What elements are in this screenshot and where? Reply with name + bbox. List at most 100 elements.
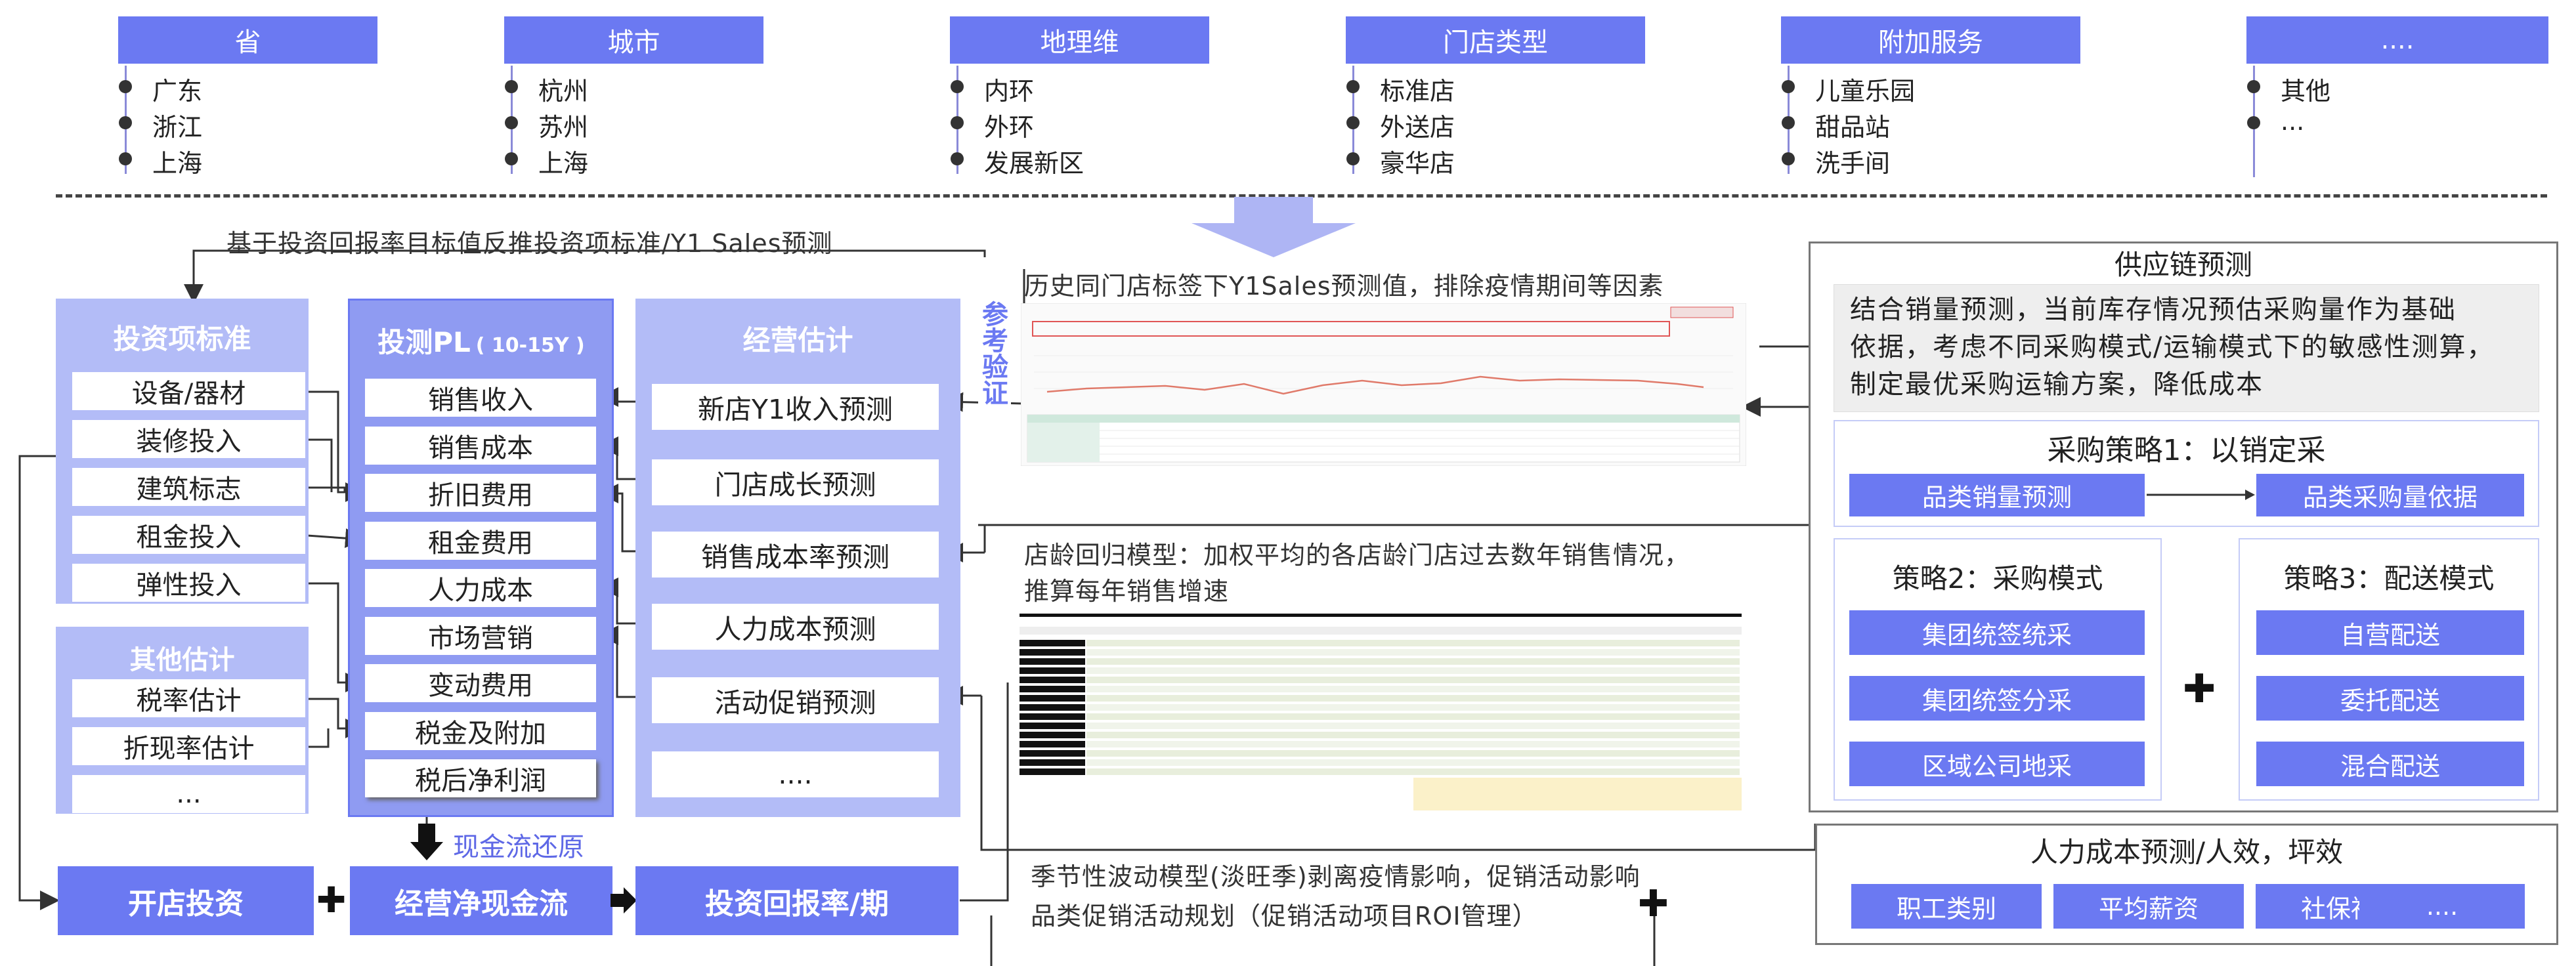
bullet-icon (951, 80, 964, 93)
other-estimate-item: 折现率估计 (72, 727, 305, 765)
dimension-item: 标准店 (1380, 77, 1455, 106)
bullet-icon (2247, 80, 2260, 93)
bullet-icon (1782, 80, 1795, 93)
dimension-header: 省 (118, 16, 377, 64)
strategy3-panel (2239, 538, 2539, 801)
ops-title: 经营估计 (742, 324, 853, 356)
hr-title: 人力成本预测/人效，坪效 (2030, 836, 2344, 868)
bullet-icon (1782, 116, 1795, 129)
strategy2-item: 区域公司地采 (1849, 742, 2145, 786)
dimension-item: 豪华店 (1380, 149, 1455, 178)
strategy1-left: 品类销量预测 (1849, 474, 2145, 516)
dimension-item: 上海 (538, 149, 589, 178)
dimension-item: 苏州 (538, 113, 589, 142)
dimension-item: 外环 (984, 113, 1035, 142)
note-historical: 历史同门店标签下Y1Sales预测值，排除疫情期间等因素 (1024, 272, 1664, 301)
down-arrow-icon (410, 824, 443, 860)
strategy1-title: 采购策略1：以销定采 (2047, 434, 2326, 467)
investment-item: 弹性投入 (72, 564, 305, 602)
bullet-icon (1782, 152, 1795, 165)
bullet-icon (951, 116, 964, 129)
flow-box-roi: 投资回报率/期 (635, 866, 958, 935)
down-arrow-icon (1191, 197, 1356, 257)
pl-item: 销售成本 (365, 426, 596, 465)
investment-item: 设备/器材 (72, 372, 305, 410)
dimension-header: 门店类型 (1346, 16, 1645, 64)
plus-icon: ✚ (1638, 883, 1669, 925)
right-arrow-icon (611, 887, 637, 914)
pl-title: 投测PL( 10-15Y ) (350, 320, 612, 360)
pl-item: 租金费用 (365, 521, 596, 560)
pl-item: 税金及附加 (365, 711, 596, 750)
dimension-item: 内环 (984, 77, 1035, 106)
supply-chain-desc-line: 制定最优采购运输方案，降低成本 (1850, 369, 2264, 400)
supply-chain-description: 结合销量预测，当前库存情况预估采购量作为基础 依据，考虑不同采购模式/运输模式下… (1834, 284, 2539, 412)
dimension-item: 发展新区 (984, 149, 1084, 178)
pl-title-sub: ( 10-15Y ) (475, 334, 585, 357)
dimension-item: 洗手间 (1815, 149, 1891, 178)
plus-icon: ✚ (316, 879, 347, 921)
bullet-icon (119, 152, 132, 165)
pl-item: 人力成本 (365, 569, 596, 607)
strategy3-title: 策略3：配送模式 (2283, 562, 2495, 595)
investment-item: 建筑标志 (72, 468, 305, 506)
bullet-icon (505, 80, 518, 93)
hr-item: 平均薪资 (2053, 884, 2244, 929)
note-seasonal: 季节性波动模型(淡旺季)剥离疫情影响，促销活动影响 (1031, 862, 1641, 891)
other-estimate-item: 税率估计 (72, 679, 305, 717)
supply-chain-title: 供应链预测 (2114, 249, 2252, 281)
dimension-item: 儿童乐园 (1815, 77, 1916, 106)
plus-icon: ✚ (2183, 666, 2216, 712)
bullet-icon (2247, 116, 2260, 129)
regression-table-thumbnail (1020, 614, 1742, 814)
dimension-item: ... (2281, 107, 2305, 136)
bullet-icon (505, 116, 518, 129)
note-regression-b: 推算每年销售增速 (1024, 577, 1230, 606)
dimension-item: 外送店 (1380, 113, 1455, 142)
ops-item: .... (652, 751, 939, 797)
pl-item: 税后净利润 (365, 759, 596, 797)
ops-item: 活动促销预测 (652, 677, 939, 723)
strategy2-panel (1834, 538, 2162, 801)
dimension-item: 其他 (2281, 77, 2331, 106)
investment-title: 投资项标准 (113, 323, 251, 355)
note-regression-a: 店龄回归模型：加权平均的各店龄门店过去数年销售情况， (1024, 541, 1690, 570)
dimension-header: 城市 (504, 16, 763, 64)
dimension-item: 广东 (152, 77, 203, 106)
strategy2-title: 策略2：采购模式 (1892, 562, 2103, 595)
investment-item: 租金投入 (72, 516, 305, 554)
dimension-header: 附加服务 (1781, 16, 2080, 64)
right-arrow-icon (2147, 490, 2255, 500)
dimension-header: .... (2246, 16, 2548, 64)
ops-item: 人力成本预测 (652, 604, 939, 650)
pl-title-main: 投测PL (377, 326, 471, 358)
section-divider (56, 194, 2547, 198)
pl-item: 折旧费用 (365, 474, 596, 512)
dimension-item: 上海 (152, 149, 203, 178)
bullet-icon (1346, 152, 1360, 165)
bullet-icon (1346, 116, 1360, 129)
dimension-item: 杭州 (538, 77, 589, 106)
investment-item: 装修投入 (72, 420, 305, 458)
strategy3-item: 混合配送 (2256, 742, 2524, 786)
flow-box-open-investment: 开店投资 (58, 866, 314, 935)
pl-item: 变动费用 (365, 664, 596, 702)
hr-item: 职工类别 (1851, 884, 2042, 929)
supply-chain-desc-line: 依据，考虑不同采购模式/运输模式下的敏感性测算， (1850, 332, 2495, 362)
strategy2-item: 集团统签分采 (1849, 676, 2145, 721)
other-estimates-title: 其他估计 (129, 645, 235, 675)
supply-chain-desc-line: 结合销量预测，当前库存情况预估采购量作为基础 (1850, 295, 2457, 325)
strategy1-panel (1834, 420, 2539, 527)
bullet-icon (1346, 80, 1360, 93)
other-estimate-item: ... (72, 775, 305, 813)
history-chart-thumbnail (1021, 303, 1746, 466)
ops-item: 销售成本率预测 (652, 532, 939, 578)
bullet-icon (951, 152, 964, 165)
note-promotion: 品类促销活动规划（促销活动项目ROI管理） (1031, 902, 1538, 931)
dimension-item: 浙江 (152, 113, 203, 142)
ops-item: 新店Y1收入预测 (652, 384, 939, 430)
dimension-header: 地理维 (950, 16, 1209, 64)
hr-item: .... (2359, 884, 2525, 929)
strategy1-right: 品类采购量依据 (2256, 474, 2524, 516)
bullet-icon (119, 80, 132, 93)
